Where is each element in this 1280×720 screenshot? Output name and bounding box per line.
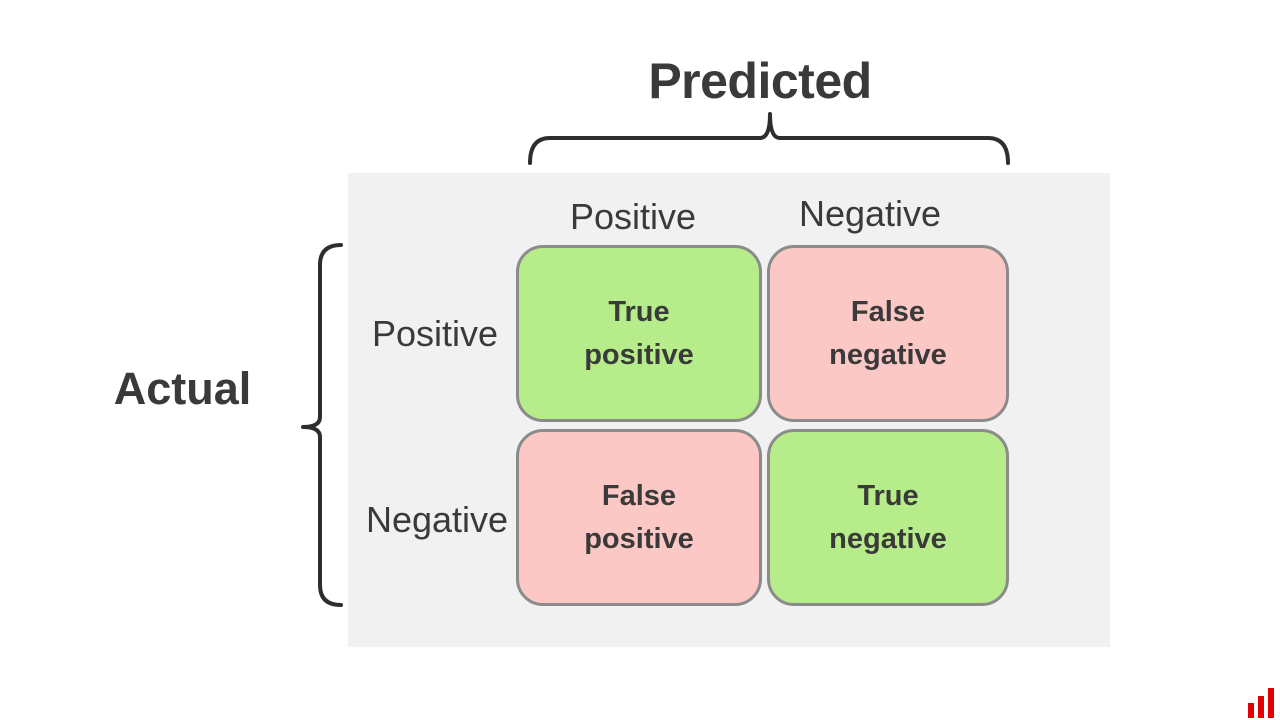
bar-chart-logo-icon: [1248, 688, 1274, 718]
cell-false-positive: False positive: [516, 429, 762, 606]
logo-bar: [1268, 688, 1274, 718]
row-header-positive: Positive: [371, 313, 499, 354]
predicted-axis-title: Predicted: [648, 53, 872, 109]
cell-true-positive: True positive: [516, 245, 762, 422]
row-header-negative: Negative: [365, 499, 509, 540]
column-header-positive: Positive: [569, 196, 697, 237]
logo-bar: [1258, 696, 1264, 718]
column-header-negative: Negative: [798, 193, 942, 234]
cell-false-negative: False negative: [767, 245, 1009, 422]
predicted-brace-icon: [528, 112, 1010, 165]
cell-true-negative: True negative: [767, 429, 1009, 606]
actual-axis-title: Actual: [113, 363, 252, 414]
logo-bar: [1248, 703, 1254, 718]
actual-brace-icon: [301, 243, 343, 607]
